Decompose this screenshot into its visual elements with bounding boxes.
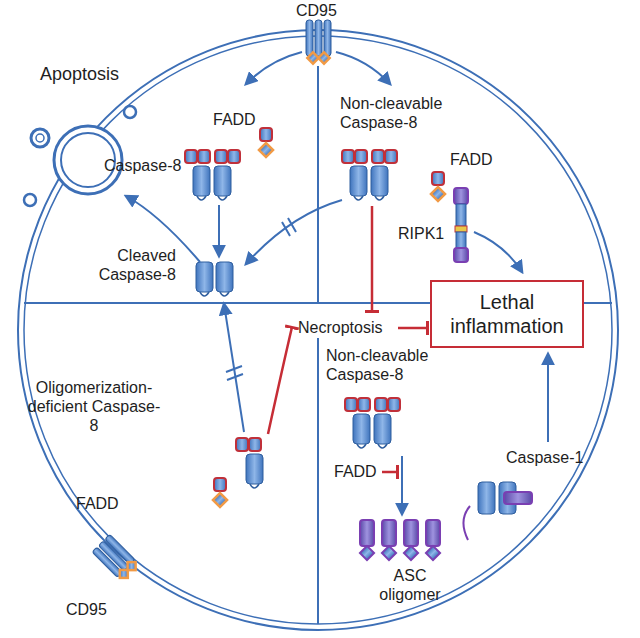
box-text: Lethal inflammation	[442, 290, 572, 338]
protein-label: FADD	[450, 150, 493, 169]
protein-label: ASC oligomer	[362, 566, 458, 604]
protein-label: Non-cleavable Caspase-8	[326, 346, 438, 384]
protein-label: RIPK1	[398, 224, 444, 243]
protein-label: CD95	[296, 1, 337, 20]
protein-label: FADD	[334, 462, 377, 481]
protein-label: FADD	[76, 494, 119, 513]
protein-label: Oligomerization-deficient Caspase-8	[26, 378, 162, 435]
outcome-box: Lethal inflammation	[430, 280, 584, 348]
protein-label: CD95	[66, 600, 107, 619]
protein-label: Apoptosis	[40, 64, 119, 85]
protein-label: FADD	[213, 110, 256, 129]
protein-label: Caspase-8	[104, 156, 181, 175]
protein-label: Caspase-1	[506, 448, 583, 467]
protein-label: Necroptosis	[298, 318, 382, 337]
protein-label: Non-cleavable Caspase-8	[340, 94, 452, 132]
protein-label: Cleaved Caspase-8	[76, 246, 176, 284]
